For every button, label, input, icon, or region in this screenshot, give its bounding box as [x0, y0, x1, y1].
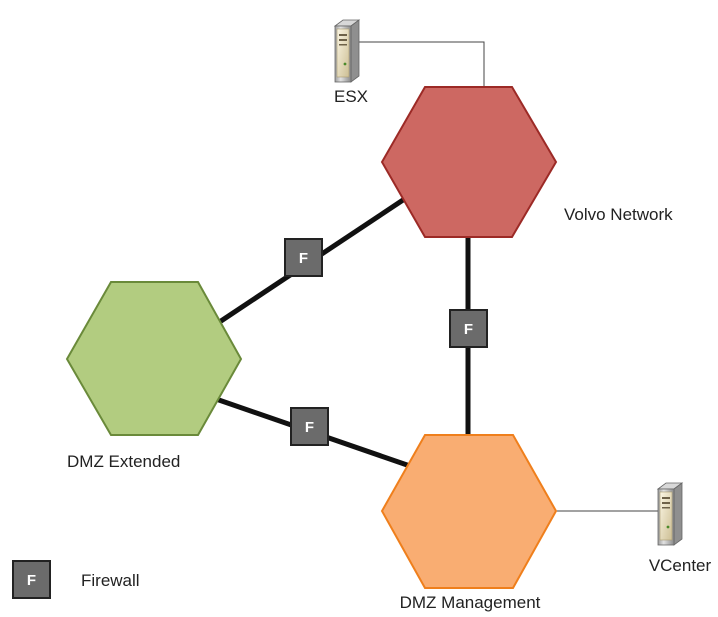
esx-server-icon[interactable]	[333, 19, 361, 83]
esx-label: ESX	[334, 87, 368, 106]
vcenter-server-icon[interactable]	[656, 482, 684, 546]
hexagon-shape	[380, 86, 558, 238]
hexagon-shape	[65, 281, 243, 436]
legend-firewall-label: Firewall	[81, 571, 140, 590]
firewall-letter: F	[299, 250, 308, 267]
dmz-extended-label: DMZ Extended	[67, 452, 180, 471]
firewall-box	[284, 238, 323, 277]
esx-connector-line	[357, 41, 485, 88]
hexagon-dmz-management[interactable]	[380, 434, 558, 589]
vcenter-label: VCenter	[649, 556, 712, 575]
legend-firewall-box	[12, 560, 51, 599]
firewall-volvo-management[interactable]: F	[449, 309, 488, 348]
firewall-box	[290, 407, 329, 446]
firewall-letter: F	[305, 419, 314, 436]
firewall-box	[449, 309, 488, 348]
legend-firewall-letter: F	[27, 572, 36, 589]
hexagon-dmz-extended[interactable]	[65, 281, 243, 436]
firewall-letter: F	[464, 321, 473, 338]
firewall-extended-management[interactable]: F	[290, 407, 329, 446]
volvo-network-label: Volvo Network	[564, 205, 673, 224]
hexagon-volvo-network[interactable]	[380, 86, 558, 238]
hexagon-shape	[380, 434, 558, 589]
legend-firewall-swatch: F	[12, 560, 51, 599]
dmz-management-label: DMZ Management	[400, 593, 541, 612]
firewall-volvo-extended[interactable]: F	[284, 238, 323, 277]
legend: F Firewall	[12, 560, 140, 599]
